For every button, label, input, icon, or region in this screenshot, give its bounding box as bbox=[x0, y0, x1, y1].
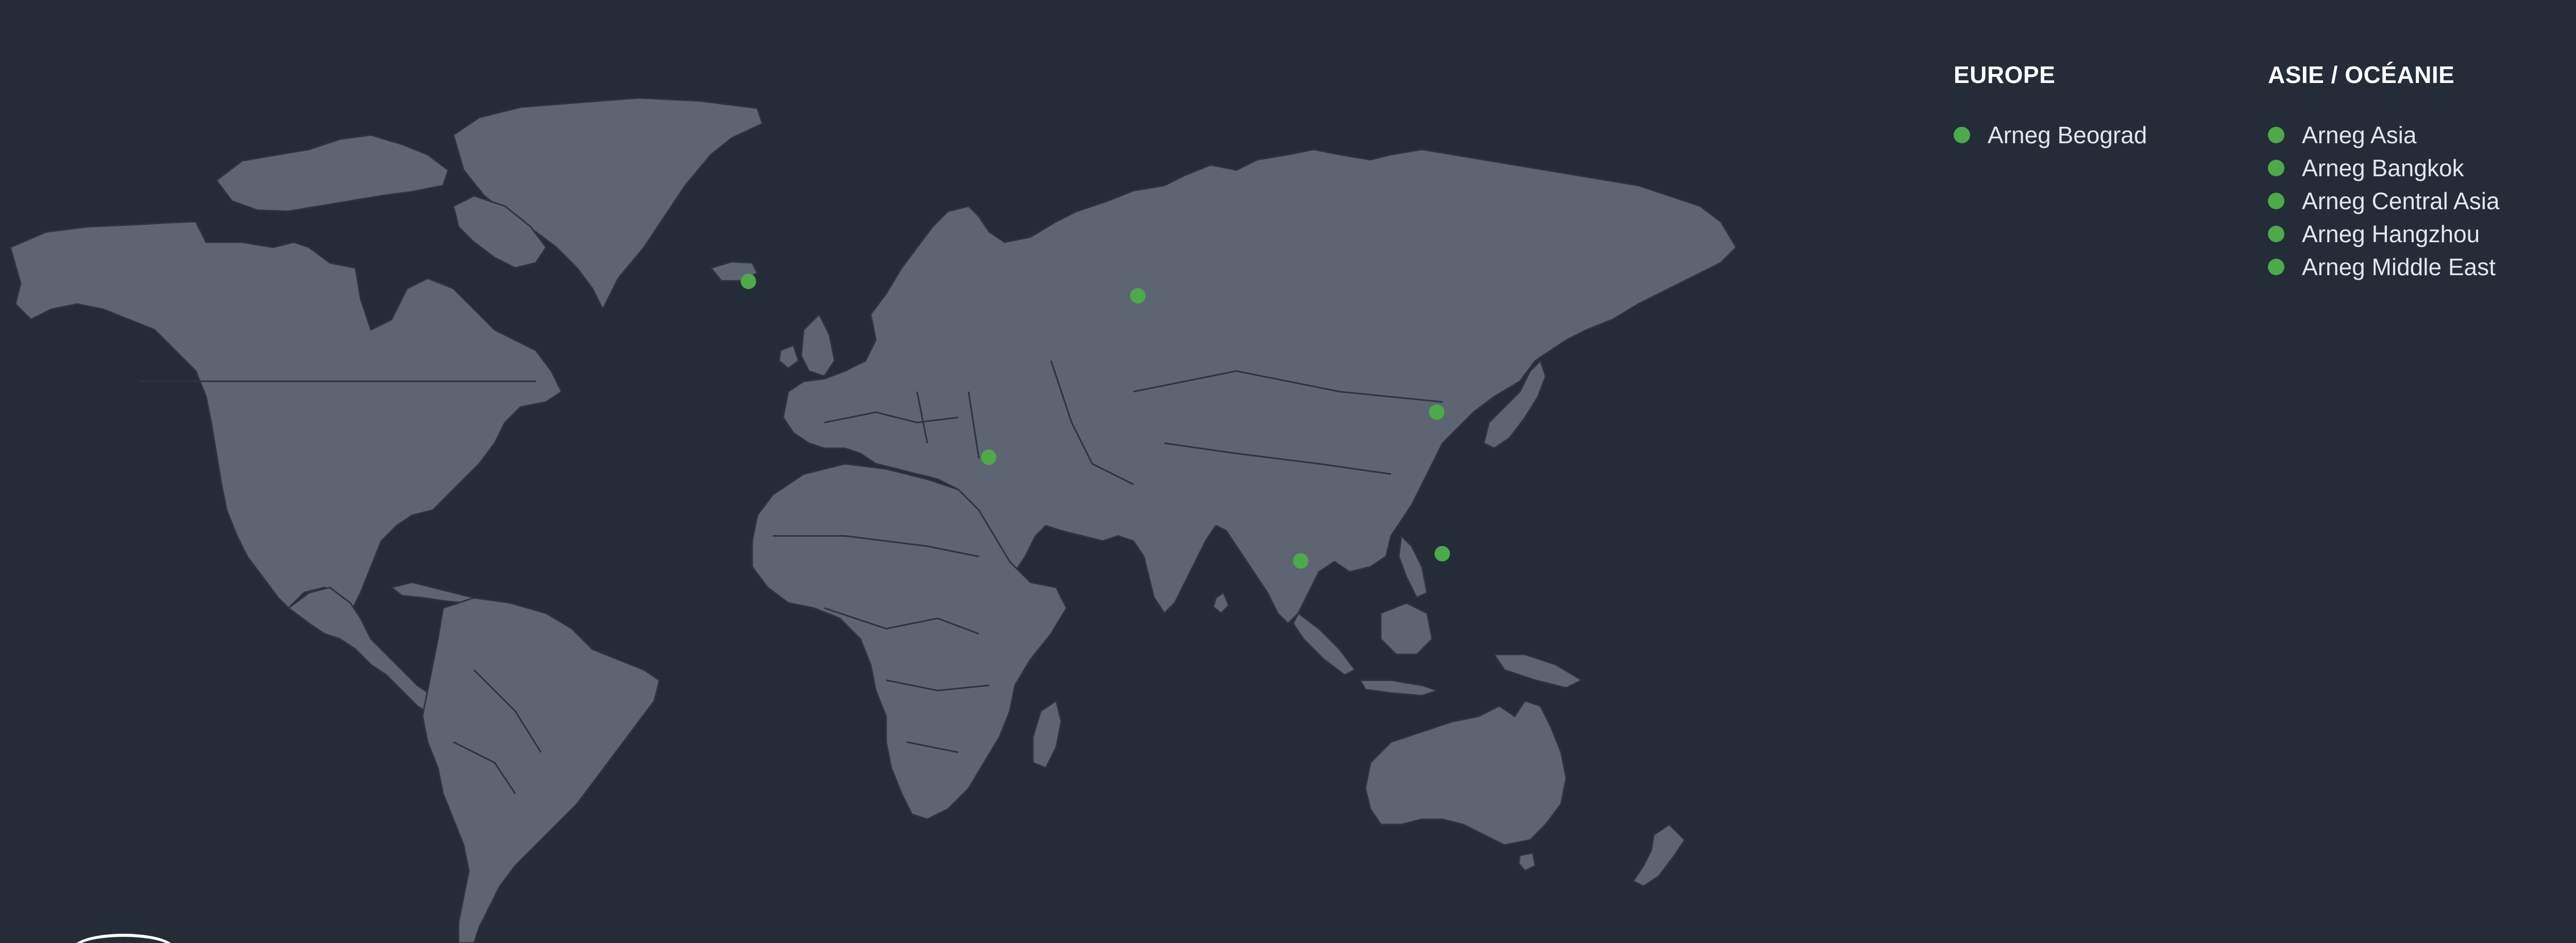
marker-dot-icon bbox=[1954, 127, 1970, 143]
legend-item-label: Arneg Middle East bbox=[2302, 254, 2496, 280]
office-marker[interactable] bbox=[1293, 553, 1309, 569]
marker-dot-icon bbox=[2268, 259, 2284, 275]
legend-item-label: Arneg Beograd bbox=[1988, 122, 2147, 148]
legend-europe: EUROPE Arneg Beograd bbox=[1954, 61, 2147, 151]
legend-item[interactable]: Arneg Beograd bbox=[1954, 119, 2147, 151]
legend-title-asia: ASIE / OCÉANIE bbox=[2268, 61, 2455, 88]
legend-item-label: Arneg Central Asia bbox=[2302, 188, 2500, 214]
office-marker[interactable] bbox=[740, 274, 756, 289]
africa bbox=[751, 463, 1067, 820]
legend-item[interactable]: Arneg Asia bbox=[2268, 119, 2500, 151]
marker-dot-icon bbox=[2268, 127, 2284, 143]
legend-item-label: Arneg Bangkok bbox=[2302, 155, 2464, 181]
ireland bbox=[778, 344, 800, 369]
legend-item-label: Arneg Asia bbox=[2302, 122, 2417, 148]
office-marker[interactable] bbox=[1130, 288, 1146, 304]
tasmania bbox=[1518, 852, 1536, 872]
borneo bbox=[1380, 602, 1433, 655]
office-marker[interactable] bbox=[981, 449, 997, 465]
north-america bbox=[9, 221, 563, 614]
office-markers bbox=[740, 274, 1450, 569]
greenland bbox=[452, 97, 764, 310]
legend-item[interactable]: Arneg Hangzhou bbox=[2268, 217, 2500, 250]
landmasses bbox=[9, 97, 1737, 943]
legend-title-europe: EUROPE bbox=[1954, 61, 2056, 88]
arctic-islands bbox=[215, 134, 449, 212]
marker-dot-icon bbox=[2268, 226, 2284, 242]
java bbox=[1359, 679, 1438, 697]
sri-lanka bbox=[1212, 592, 1230, 614]
central-america bbox=[287, 586, 444, 717]
madagascar bbox=[1032, 700, 1062, 769]
office-marker[interactable] bbox=[1429, 404, 1445, 420]
baffin-island bbox=[452, 195, 547, 269]
marker-dot-icon bbox=[2268, 160, 2284, 176]
country-borders bbox=[139, 360, 1443, 794]
new-guinea bbox=[1493, 653, 1583, 689]
legend-item[interactable]: Arneg Bangkok bbox=[2268, 151, 2500, 184]
british-isles bbox=[800, 313, 836, 377]
eurasia bbox=[782, 148, 1737, 625]
office-marker[interactable] bbox=[1434, 546, 1450, 562]
new-zealand bbox=[1632, 823, 1686, 887]
philippines bbox=[1398, 535, 1428, 599]
japan bbox=[1483, 360, 1547, 449]
south-america bbox=[421, 597, 660, 943]
australia bbox=[1364, 700, 1567, 846]
caribbean bbox=[391, 581, 475, 604]
legend-item-label: Arneg Hangzhou bbox=[2302, 221, 2480, 247]
sumatra bbox=[1292, 612, 1356, 676]
marker-dot-icon bbox=[2268, 193, 2284, 209]
legend-item[interactable]: Arneg Central Asia bbox=[2268, 184, 2500, 217]
legend-list-europe: Arneg Beograd bbox=[1954, 119, 2147, 151]
legend-item[interactable]: Arneg Middle East bbox=[2268, 250, 2500, 283]
